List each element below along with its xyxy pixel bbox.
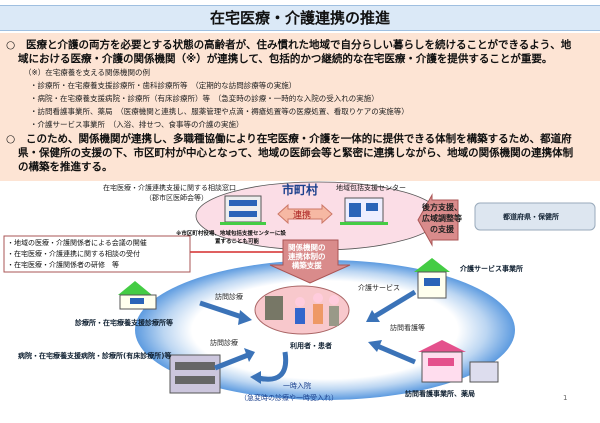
consult-building-icon [220,195,266,225]
setup-note: 置することも可能 [215,239,260,245]
admission-label: 一時入院 [283,382,311,390]
build-support-label: 関係機関の連携体制の構築支援 [288,243,326,270]
note-item: ・診療所・在宅療養支援診療所・歯科診療所等 （定期的な訪問診療等の実施） [30,81,297,90]
clinic-house-icon [118,281,157,310]
nursing-office-house-icon [418,340,499,383]
note-heading: （※）在宅療養を支える関係機関の例 [24,68,151,77]
care-office-label: 介護サービス事業所 [460,265,523,273]
para1-line1: 医療と介護の両方を必要とする状態の高齢者が、住み慣れた地域で自分らしい暮らしを続… [26,39,572,51]
nursing-office-label: 訪問看護事業所、薬局 [405,390,475,398]
care-office-house-icon [414,258,450,299]
para2-line2: 県・保健所の支援の下、市区町村が中心となって、地域の医師会等と緊密に連携しながら… [18,147,574,159]
backup-arrow-icon [417,193,459,247]
home-visit-label: 訪問診療 [215,293,243,301]
para2-line3: の構築を推進する。 [18,161,113,173]
flow-arrows [199,289,417,382]
build-support-arrow-icon [269,239,351,284]
para2-line1: このため、関係機関が連携し、多職種協働により在宅医療・介護を一体的に提供できる体… [26,133,572,145]
nursing-label: 訪問看護等 [390,324,425,332]
prefecture-label: 都道府県・保健所 [503,213,559,221]
municipality-label: 市町村 [282,183,319,197]
consult-window-sub: （郡市区医師会等） [145,194,208,202]
activities-box [3,235,191,273]
patients-label: 利用者・患者 [290,342,332,350]
summary-panel [0,33,600,181]
note-item: ・訪問看護事業所、薬局 （医療機関と連携し、服薬管理や点滴・褥瘡処置等の医療処置… [30,107,409,116]
note-item: ・病院・在宅療養支援病院・診療所（有床診療所）等 （急変時の診療・一時的な入院の… [30,94,379,103]
note-item: ・介護サービス事業所 （入浴、排せつ、食事等の介護の実施） [30,120,244,129]
page-number: 1 [563,394,568,402]
setup-note: ※市区町村役場、地域包括支援センターに設 [176,231,286,237]
prefecture-box [474,202,596,231]
support-center-building-icon [340,197,388,225]
admission-sub: （急変時の診療や一時受入れ） [240,394,338,402]
patients-icon [254,285,350,335]
consult-window-label: 在宅医療・介護連携支援に関する相談窓口 [103,184,236,192]
hospital-label: 病院・在宅療養支援病院・診療所(有床診療所)等 [18,352,172,360]
care-service-label: 介護サービス [358,284,400,292]
cooperation-arrow-icon [277,203,333,225]
activities-list: ・地域の医療・介護関係者による会議の開催・在宅医療・介護連携に関する相談の受付・… [7,239,147,269]
home-visit-label: 訪問診療 [210,339,238,347]
backup-label: 後方支援、広域調整等の支援 [422,203,462,234]
support-center-label: 地域包括支援センター [336,184,406,192]
page-title: 在宅医療・介護連携の推進 [0,5,600,31]
bullet-mark: ○ [6,133,16,145]
bullet-mark: ○ [6,39,16,51]
para1-line2: 域における医療・介護の関係機関（※）が連携して、包括的かつ継続的な在宅医療・介護… [18,53,553,65]
hospital-building-icon [169,354,221,394]
clinic-label: 診療所・在宅療養支援診療所等 [75,319,173,327]
cooperation-label: 連携 [293,211,312,221]
